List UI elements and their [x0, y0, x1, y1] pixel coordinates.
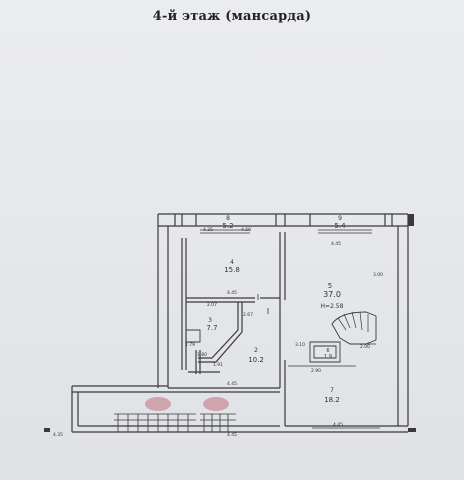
ceiling-height: H=2.58: [321, 303, 344, 310]
top-wall: [158, 213, 408, 227]
dimension-label: 3.10: [295, 342, 305, 348]
dimension-label: 4.45: [333, 422, 343, 428]
left-outer-wall: [157, 214, 169, 388]
room-area: 5.2: [222, 222, 233, 230]
room-label: 6: [326, 348, 329, 354]
right-outer-wall: [397, 214, 409, 426]
dimension-label: 3.00: [373, 272, 383, 278]
dimension-label: 2.67: [243, 312, 253, 318]
room-label: 4: [230, 259, 234, 266]
room-area: 1.9: [324, 354, 332, 360]
dimension-label: 1.91: [213, 362, 223, 368]
room-label: 9: [338, 215, 342, 222]
dimension-label: 4.50: [241, 227, 251, 233]
room-label: 3: [208, 317, 212, 324]
room-area: 15.8: [224, 266, 240, 274]
room-area: 10.2: [248, 356, 264, 364]
dimension-label: 1.80: [197, 352, 207, 358]
dimension-label: 2.07: [207, 302, 217, 308]
dimension-label: 4.45: [227, 290, 237, 296]
room-label: 7: [330, 387, 334, 394]
room-area: 18.2: [324, 396, 340, 404]
dimension-label: 2.00: [360, 344, 370, 350]
dimension-label: 4.45: [331, 241, 341, 247]
room-area: 7.7: [206, 324, 217, 332]
dimension-label: 4.45: [227, 432, 237, 438]
dimension-label: 2.79: [185, 342, 195, 348]
dimension-label: 4.35: [203, 227, 213, 233]
room-label: 5: [328, 282, 332, 290]
redaction-mark: [145, 397, 171, 411]
room-area: 5.4: [334, 222, 346, 230]
dimension-label: 2.90: [311, 368, 321, 374]
page-title: 4-й этаж (мансарда): [152, 9, 312, 24]
redaction-mark: [203, 397, 229, 411]
room-area: 37.0: [323, 290, 341, 299]
dimension-label: 4.35: [53, 432, 63, 438]
room-label: 8: [226, 215, 230, 222]
room-label: 2: [254, 347, 258, 354]
dimension-label: 4.45: [227, 381, 237, 387]
